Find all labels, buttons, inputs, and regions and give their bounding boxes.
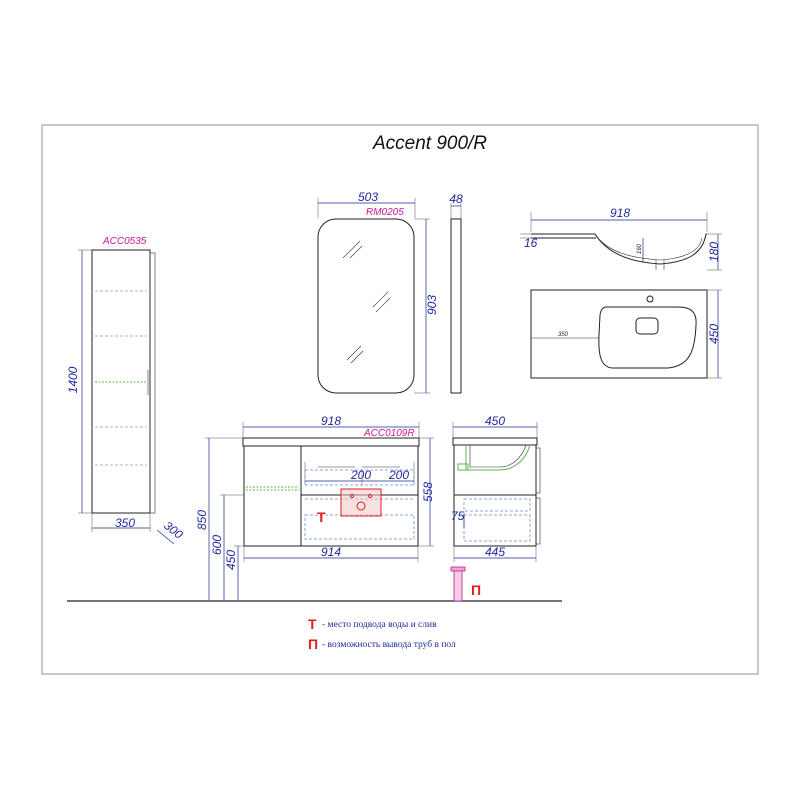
- vanity-front-view: 918 ACC0109R 200 200 Т 558: [195, 414, 435, 600]
- mirror-code: RM0205: [366, 207, 404, 218]
- dim-tall-depth: 300: [161, 518, 186, 542]
- legend-t-symbol: Т: [308, 616, 317, 632]
- legend: Т - место подвода воды и слив П - возмож…: [308, 616, 456, 652]
- basin-view: 918 160 16 180 350 450: [520, 206, 722, 379]
- drawer-outline-bottom: [304, 514, 415, 540]
- dim-vanity-body-width: 914: [321, 545, 341, 559]
- dim-basin-offset: 350: [558, 332, 569, 338]
- drawing-frame: [41, 124, 759, 675]
- dim-floor-450: 450: [224, 550, 238, 570]
- dim-basin-width: 918: [610, 206, 630, 220]
- side-drawer-outline: [463, 514, 531, 542]
- dim-mirror-width: 503: [358, 190, 378, 204]
- dim-zone-left: 200: [350, 468, 371, 482]
- dim-vanity-top-width: 918: [321, 414, 341, 428]
- dim-basin-inner-depth: 160: [637, 243, 643, 254]
- side-basin-curve: [465, 444, 531, 471]
- drawer-outline-top: [304, 469, 415, 486]
- tall-cabinet-side: [149, 252, 156, 514]
- legend-t-text: - место подвода воды и слив: [322, 620, 437, 630]
- water-supply-marker: Т: [317, 509, 326, 525]
- vanity-code: ACC0109R: [363, 428, 415, 439]
- dim-floor-850: 850: [195, 510, 209, 530]
- mirror-side-profile: [450, 218, 462, 394]
- dim-basin-height: 180: [707, 242, 721, 262]
- vanity-side-view: 450 75 445: [451, 414, 541, 562]
- mirror-frame: [317, 218, 415, 394]
- tall-cabinet-view: ACC0535 1400 350 300: [66, 236, 186, 545]
- legend-p-text: - возможность вывода труб в пол: [322, 639, 456, 650]
- dim-basin-rim: 16: [524, 236, 538, 250]
- side-drawer-outline: [463, 498, 531, 512]
- floor-outlet-marker: П: [471, 582, 481, 598]
- dim-zone-right: 200: [388, 468, 409, 482]
- mirror-view: 503 RM0205 903 48: [317, 190, 463, 394]
- vanity-body: [243, 445, 419, 547]
- dim-side-top-depth: 450: [485, 414, 505, 428]
- legend-p-symbol: П: [308, 636, 318, 652]
- dim-mirror-depth: 48: [449, 192, 463, 206]
- dim-floor-600: 600: [210, 535, 224, 555]
- basin-drain: [635, 317, 659, 335]
- dim-basin-depth: 450: [707, 324, 721, 344]
- dim-mirror-height: 903: [425, 295, 439, 315]
- basin-profile: [531, 233, 707, 265]
- faucet-hole: [646, 295, 654, 303]
- dim-side-body-depth: 445: [485, 545, 505, 559]
- floor-pipe: П: [450, 566, 481, 602]
- drawing-title: Accent 900/R: [372, 133, 487, 154]
- dim-tall-height: 1400: [66, 366, 80, 393]
- dim-side-inner: 75: [451, 509, 465, 523]
- side-countertop: [452, 437, 538, 446]
- basin-bowl: [598, 306, 697, 369]
- dim-tall-width: 350: [115, 516, 135, 530]
- vanity-countertop: [242, 437, 420, 447]
- dim-vanity-height: 558: [421, 482, 435, 502]
- basin-plan: [530, 289, 708, 379]
- tall-cabinet-code: ACC0535: [102, 236, 147, 247]
